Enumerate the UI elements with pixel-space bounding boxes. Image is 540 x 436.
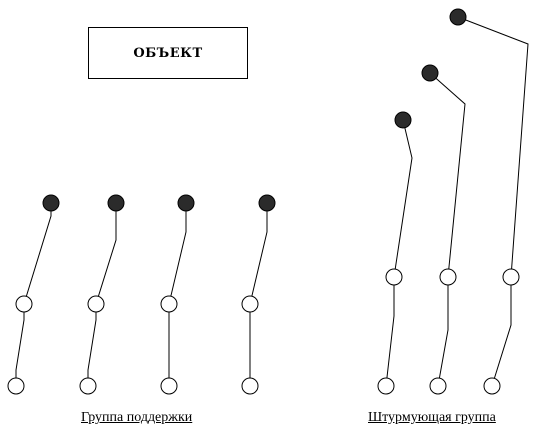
support-figure-3-link <box>168 203 187 386</box>
assault-figure-3-foot <box>483 377 501 395</box>
assault-figure-3-joint <box>502 268 520 286</box>
support-figure-1-link <box>15 203 52 386</box>
support-figure-4-foot <box>241 377 259 395</box>
assault-figure-1-foot <box>377 377 395 395</box>
support-figure-2 <box>79 194 125 395</box>
support-group-label: Группа поддержки <box>81 410 193 425</box>
object-label: ОБЪЕКТ <box>133 45 203 61</box>
assault-figure-2 <box>421 64 466 395</box>
support-figure-4-link <box>249 203 268 386</box>
assault-figure-2-foot <box>429 377 447 395</box>
support-figure-2-foot <box>79 377 97 395</box>
assault-figure-2-head <box>421 64 439 82</box>
assault-figure-1-link <box>385 119 413 387</box>
support-figure-4-joint <box>241 295 259 313</box>
support-figure-2-link <box>87 203 117 386</box>
assault-figure-1 <box>377 111 413 395</box>
support-figure-3-foot <box>160 377 178 395</box>
assault-figure-3 <box>449 8 529 395</box>
assault-figure-3-link <box>457 16 529 387</box>
support-figure-1-joint <box>15 295 33 313</box>
support-figure-2-joint <box>87 295 105 313</box>
assault-group-label: Штурмующая группа <box>368 410 496 425</box>
support-figure-3 <box>160 194 195 395</box>
assault-figure-2-link <box>429 72 466 387</box>
support-figure-3-joint <box>160 295 178 313</box>
support-figure-2-head <box>107 194 125 212</box>
assault-figure-1-head <box>394 111 412 129</box>
support-figure-3-head <box>177 194 195 212</box>
assault-figure-1-joint <box>385 268 403 286</box>
support-figure-1-foot <box>7 377 25 395</box>
assault-figure-3-head <box>449 8 467 26</box>
object-box: ОБЪЕКТ <box>88 27 248 79</box>
support-figure-1-head <box>42 194 60 212</box>
support-figure-4-head <box>258 194 276 212</box>
assault-figure-2-joint <box>439 268 457 286</box>
support-figure-1 <box>7 194 60 395</box>
support-figure-4 <box>241 194 276 395</box>
